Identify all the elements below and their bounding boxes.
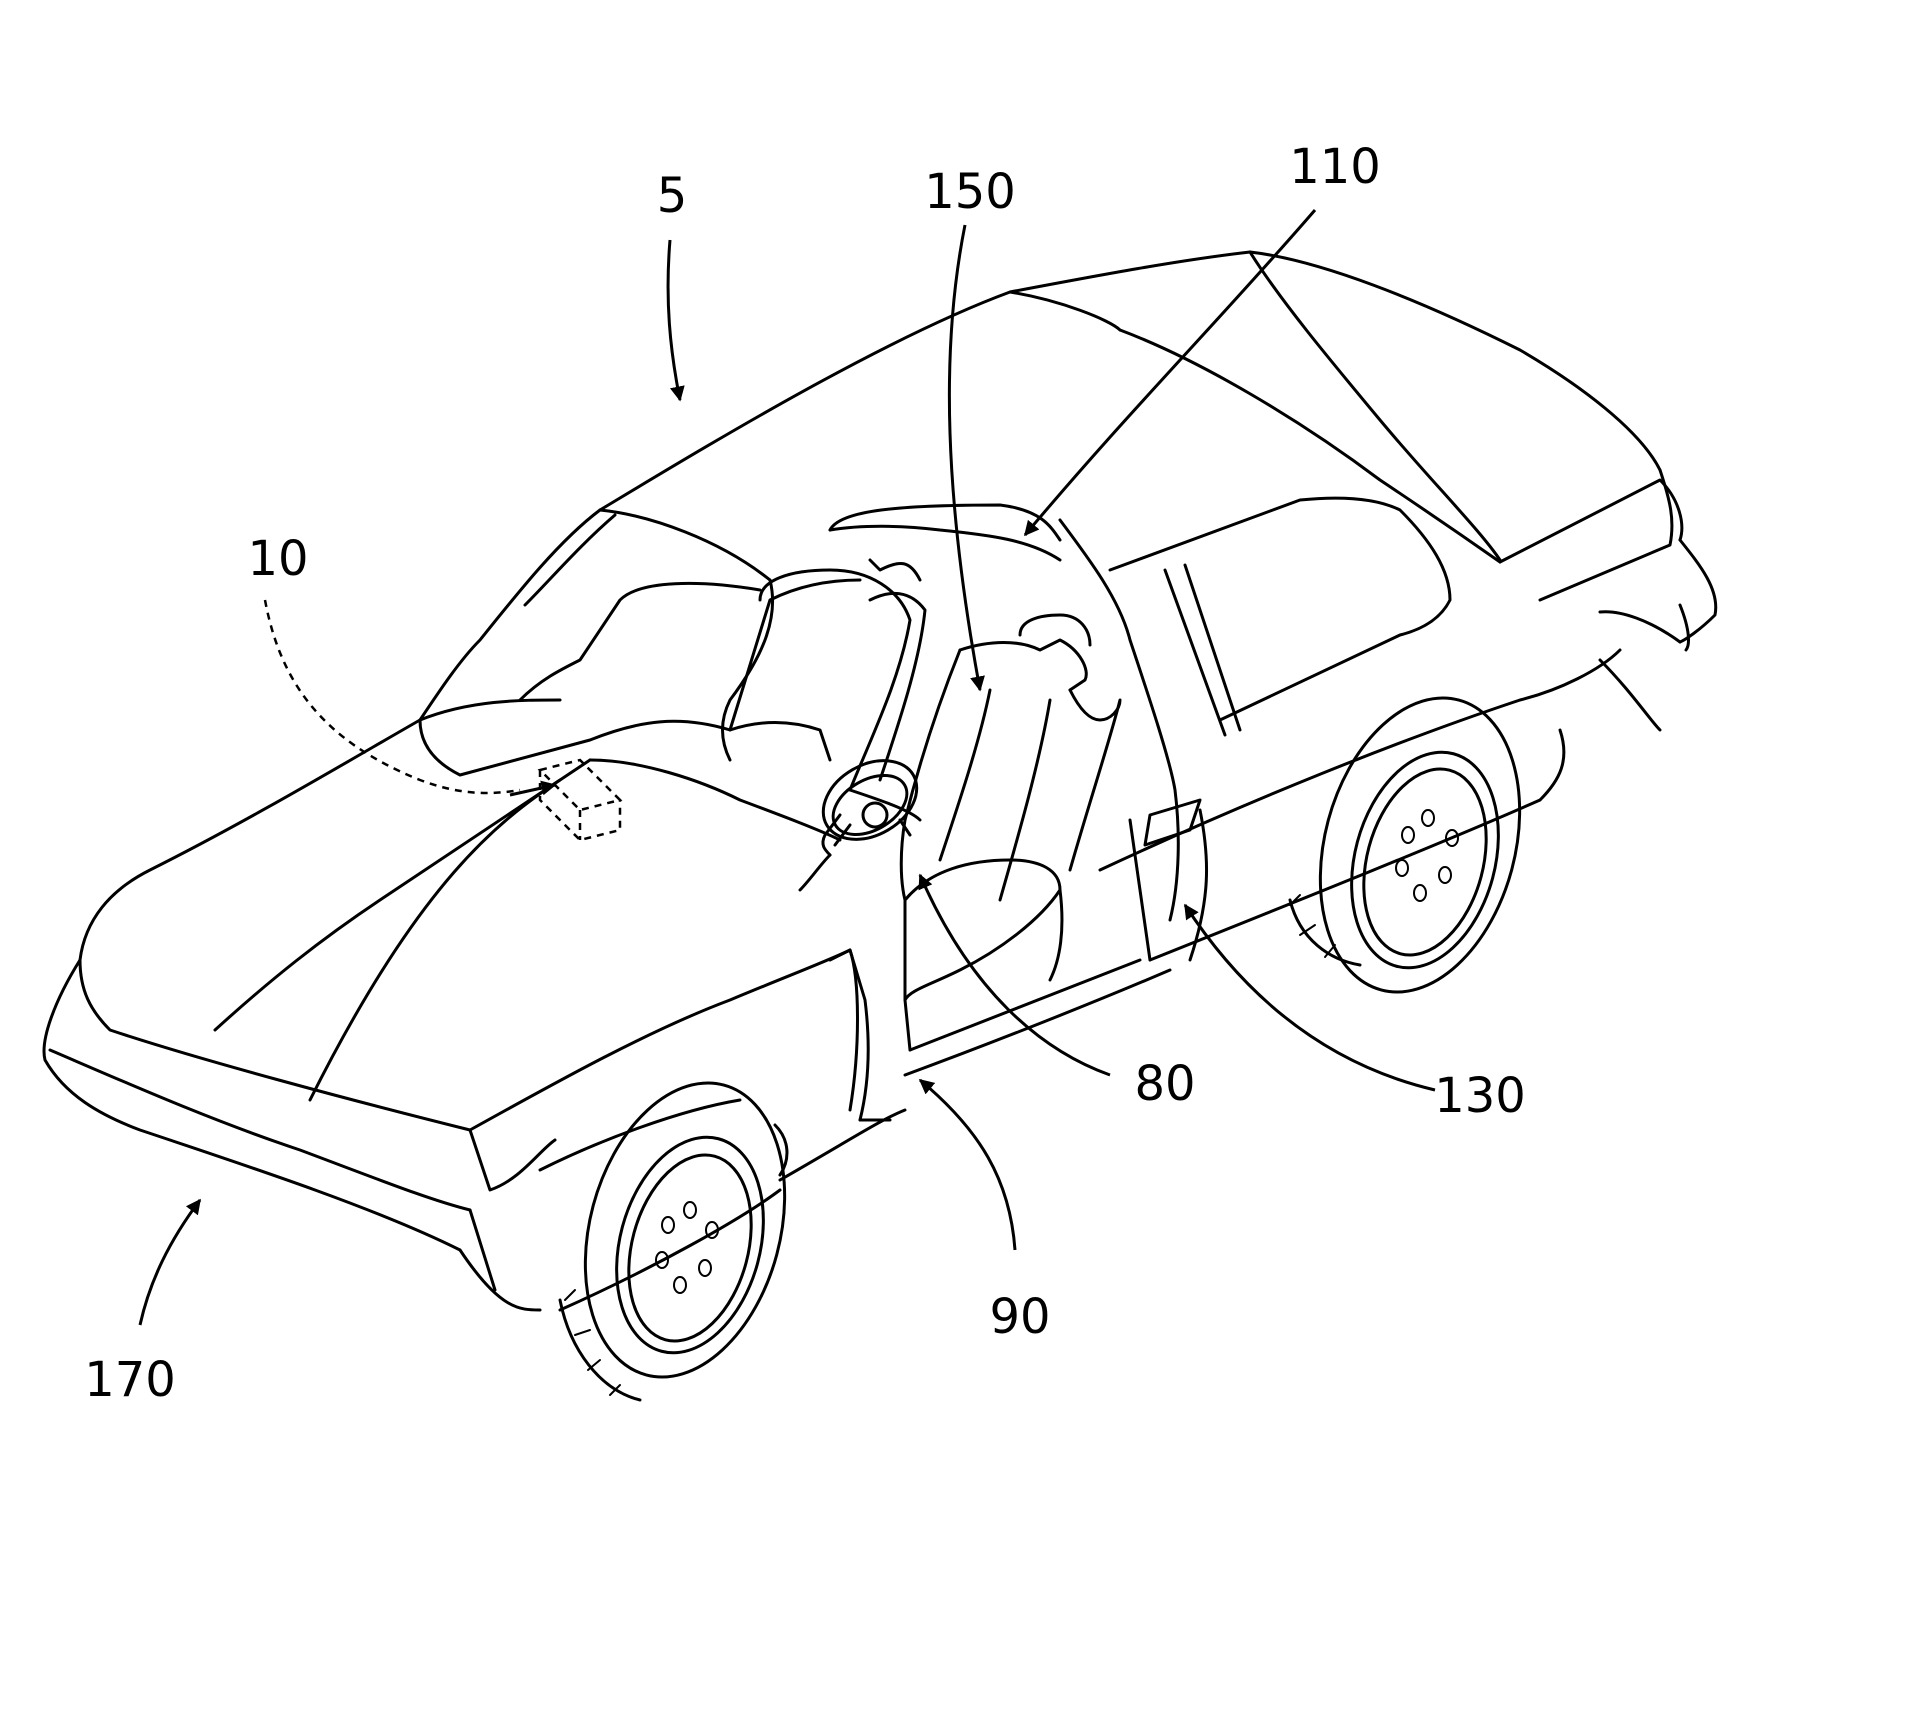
ref-110: 110 — [1289, 139, 1381, 195]
steering-wheel-assembly — [800, 745, 931, 890]
ref-150: 150 — [924, 164, 1016, 220]
ref-130: 130 — [1434, 1068, 1526, 1124]
ref-10: 10 — [247, 531, 308, 587]
reference-numerals: 5 10 150 110 80 130 90 170 — [84, 139, 1526, 1408]
leader-90 — [920, 1080, 1015, 1250]
leader-5 — [668, 240, 680, 400]
ref-90: 90 — [989, 1289, 1050, 1345]
seats — [723, 560, 1121, 1050]
ref-170: 170 — [84, 1352, 176, 1408]
leader-110 — [1025, 210, 1315, 535]
module-box-hidden — [540, 760, 620, 840]
leader-10-arrow — [510, 785, 555, 795]
ref-5: 5 — [657, 168, 688, 224]
leader-130 — [1185, 905, 1435, 1090]
leader-10 — [265, 600, 520, 793]
rear-wheel — [1289, 676, 1550, 1015]
ref-80: 80 — [1134, 1056, 1195, 1112]
leader-150 — [949, 225, 980, 690]
leader-170 — [140, 1200, 200, 1325]
